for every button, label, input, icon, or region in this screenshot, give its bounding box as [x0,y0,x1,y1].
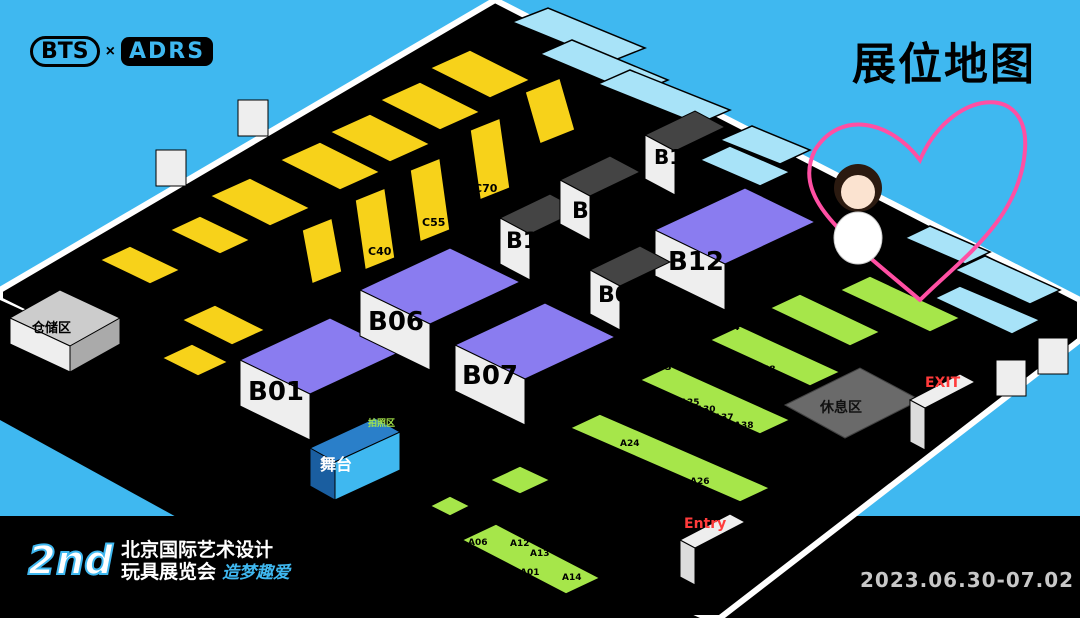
exit-gate [908,373,977,451]
booth-label: A22 [578,402,600,413]
event-slogan: 造梦趣爱 [221,562,290,583]
event-title-line2: 玩具展览会造梦趣爱 [121,561,290,584]
booth-label: A26 [690,477,710,487]
booth-label: B09 [598,283,645,308]
page-title: 展位地图 [852,39,1036,90]
b-booth-labels: B01 B06 B07 B09 B10 B11 B12 B15 B03 B04 [248,145,724,423]
booth-label: A48 [756,365,776,375]
booth-label: A16-2 [498,445,528,455]
storage-building [8,289,122,373]
booth-label: A25 [680,398,700,408]
booth-label: B04 [440,410,464,423]
booth-label: C85 [528,155,551,168]
bts-logo: BTS [30,36,100,67]
event-title-line2-text: 玩具展览会 [120,560,216,583]
booth-label: B07 [462,361,518,391]
booth-label: A57 [936,341,956,351]
booth-label: A44 [718,322,740,333]
booth-label: A19 [670,483,690,493]
booth-label: C70 [474,182,498,195]
booth-label: A40 [772,437,792,447]
map-labels: 仓储区 舞台 拍照区 休息区 Entry EXIT [31,320,961,532]
booth-label: A06 [468,538,488,548]
event-names: 北京国际艺术设计 玩具展览会造梦趣爱 [121,539,290,584]
booth-label: A12 [510,539,530,549]
yellow-booth-area [98,49,576,377]
booth-label: B01 [248,377,304,407]
booth-label: A13 [530,549,550,559]
event-logo: 2nd 北京国际艺术设计 玩具展览会造梦趣爱 [27,537,290,585]
booth-label: C40 [368,245,392,258]
event-dates: 2023.06.30-07.02 [860,568,1075,592]
storage-label: 仓储区 [31,320,71,336]
a-booth-labels: A52 A44 A33 A22 A15 A08 A16-2 A16-1 A13 … [444,284,956,583]
green-booth-area [428,275,962,595]
booth-label: A16-1 [528,459,558,469]
booth-label: B10 [506,229,553,254]
booth-label: A08 [444,482,466,493]
stage-block [308,417,402,501]
stage-label: 舞台 [320,455,352,474]
booth-label: A38 [734,421,754,431]
booth-label: B03 [412,396,436,409]
booth-label: A58 [914,331,934,341]
booth-label: A01 [520,568,540,578]
b-booths [238,110,817,441]
brand-logo: BTS × ADRS [30,36,214,67]
entry-gate [678,513,747,586]
booth-label: B15 [654,145,697,169]
booth-label: A30 [696,405,716,415]
booth-label: A50 [870,315,890,325]
booth-label: A27 [752,453,772,463]
brand-separator: × [105,42,115,60]
rest-zone-label: 休息区 [819,399,862,416]
booth-label: A21 [600,455,620,465]
adrs-logo: ADRS [120,37,214,66]
mascot-illustration [833,164,883,265]
booth-label: A51 [800,335,820,345]
booth-label: A37 [714,413,734,423]
booth-label: A33 [650,362,672,373]
booth-label: B12 [668,247,724,277]
heart-doodle [807,100,1028,302]
booth-label: B11 [572,199,619,224]
booth-label: C100 [596,112,624,123]
entry-label: Entry [684,516,726,532]
event-title-line1: 北京国际艺术设计 [120,538,273,561]
cyan-booth-area [509,7,1062,335]
booth-label: A24 [620,439,640,449]
photo-zone-label: 拍照区 [368,417,395,429]
booth-label: A15 [610,510,634,523]
event-edition: 2nd [27,537,114,585]
exit-label: EXIT [925,375,961,391]
booth-label: B06 [368,307,424,337]
toilet-icons [155,99,1069,397]
booth-label: C55 [422,216,445,229]
booth-label: A20 [636,469,656,479]
c-booth-labels: C100 C85 C70 C55 C40 [368,112,624,258]
booth-label: A49 [774,377,794,387]
booth-label: A52 [782,284,804,295]
booth-label: A14 [562,573,582,583]
